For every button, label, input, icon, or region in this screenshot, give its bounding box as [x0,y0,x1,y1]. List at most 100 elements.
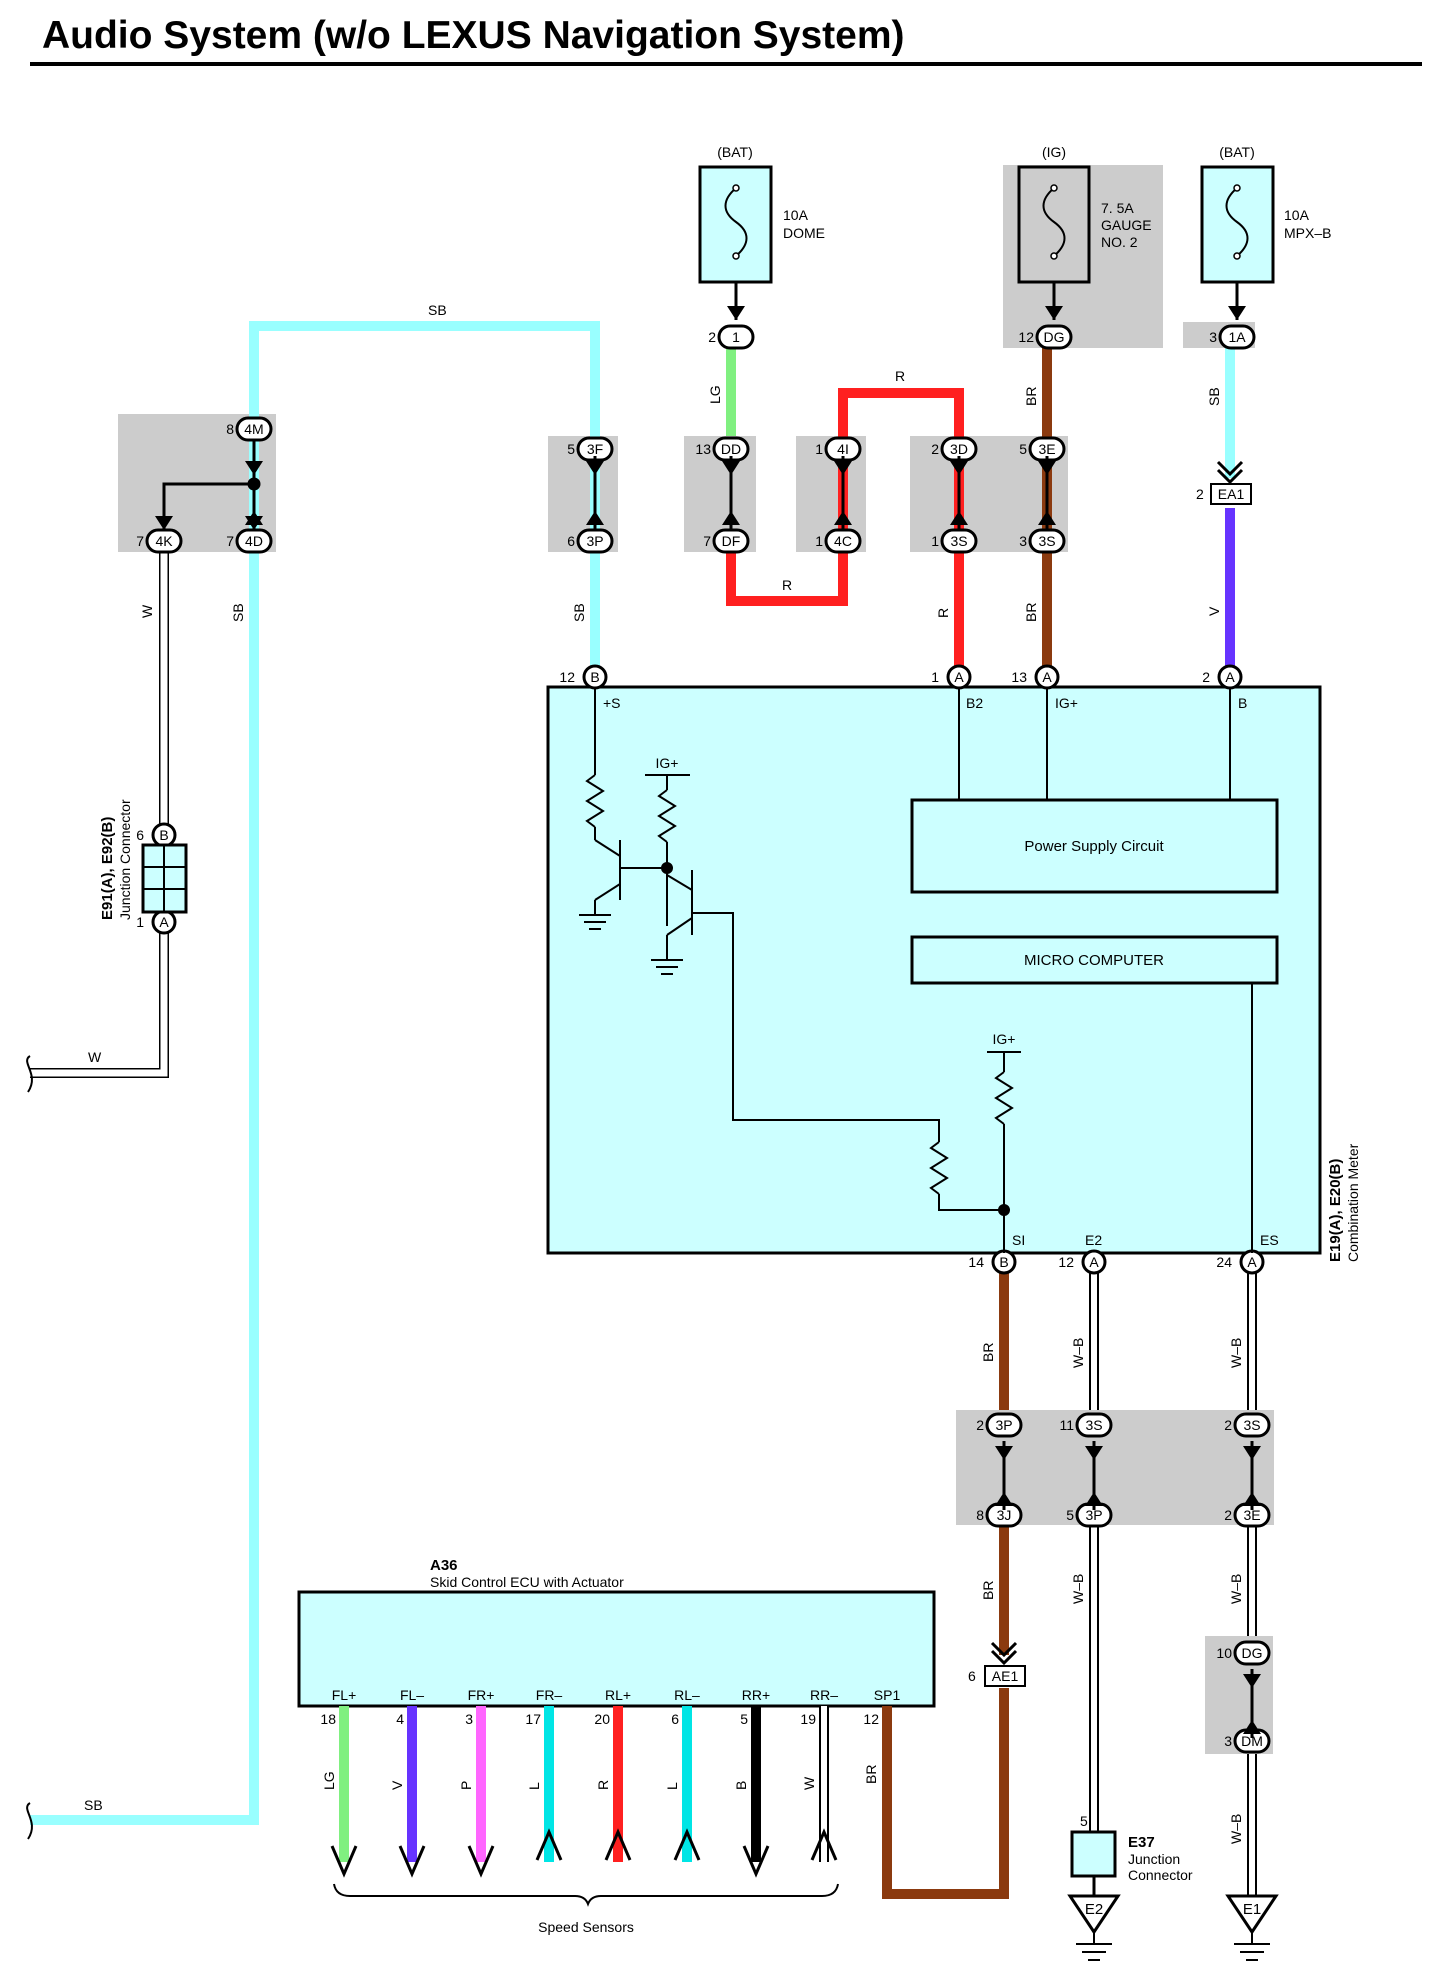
ecu-id: A36 [430,1557,458,1574]
connector-pin-number: 10 [1216,1645,1232,1661]
connector-code: DG [1044,329,1065,345]
ecu-wire-color: L [526,1782,542,1790]
connector-c-3p-low2: 3P5 [1066,1502,1113,1528]
connector-c-3f: 3F5 [567,436,614,462]
wire-label-sb-4d: SB [230,603,246,622]
connector-code: 4M [244,421,263,437]
wire-label-wb-3e: W–B [1228,1574,1244,1604]
wire-label-lg-dome: LG [707,385,723,404]
connector-c-jc-b: B6 [136,822,177,848]
connector-pin-number: 2 [1202,669,1210,685]
ecu-terminal-name: FL+ [332,1687,357,1703]
connector-pin-number: 13 [695,441,711,457]
meter-terminal-ig-plus: IG+ [1055,695,1078,711]
connector-c-meter-a13: A 13 [1011,664,1060,690]
connector-ea1-pin: 2 [1196,486,1204,502]
wire-label-wb-3p: W–B [1070,1574,1086,1604]
connector-pin-number: 12 [1018,329,1034,345]
sensor-arrow-heads [330,1828,838,1878]
connector-code: 4I [837,441,849,457]
ecu-name: Skid Control ECU with Actuator [430,1574,624,1590]
meter-terminal-es: ES [1260,1232,1279,1248]
connector-code: 3S [1038,533,1055,549]
wire-label-wb-e2: W–B [1070,1338,1086,1368]
fuse-dome-name: DOME [783,225,825,241]
title-underline [30,62,1422,66]
connector-pin-number: 3 [1019,533,1027,549]
connector-c-3s-low3: 3S 2 [1224,1412,1271,1438]
micro-computer-box [910,935,1279,985]
ecu-wire-color: R [595,1780,611,1790]
connector-c-dg-low: DG 10 [1216,1640,1271,1666]
wire-label-br-si: BR [980,1343,996,1362]
connector-c-1a: 1A3 [1209,324,1256,350]
connector-pin-number: 3 [1224,1733,1232,1749]
connector-code: 3E [1038,441,1055,457]
connector-ea1-box [1210,483,1252,505]
wire-label-r-loop-top: R [895,368,905,384]
connector-pin-number: 7 [136,533,144,549]
connector-code: 4D [245,533,263,549]
wire-w-left [30,552,169,1078]
fuse-mpx-name: MPX–B [1284,225,1331,241]
combination-meter-name: Combination Meter [1345,1143,1361,1262]
meter-terminal-plus-s: +S [603,695,621,711]
wire-label-sb-1a: SB [1206,387,1222,406]
ecu-wire-color: V [389,1780,405,1790]
ecu-terminal-pin: 12 [863,1711,879,1727]
fuse-mpx-rating: 10A [1284,207,1310,223]
speed-sensors-brace [333,1883,839,1907]
junction-connector-e37-name2: Connector [1128,1867,1193,1883]
connector-c-3s-b: 3S 3 [1019,528,1066,554]
connector-pin-number: 1 [931,669,939,685]
speed-sensors-label: Speed Sensors [538,1919,634,1935]
connector-pin-number: 5 [1066,1507,1074,1523]
meter-terminal-b: B [1238,695,1247,711]
ecu-sensor-wires [339,1706,829,1862]
connector-c-meter-b12: B12 [559,664,608,690]
connector-pin-number: 2 [1224,1417,1232,1433]
ecu-terminal-pin: 20 [594,1711,610,1727]
connector-pin-number: 14 [968,1254,984,1270]
connector-code: 3S [1085,1417,1102,1433]
connector-code: B [999,1254,1008,1270]
ground-e2 [1067,1894,1121,1961]
connector-ae1-pin: 6 [968,1668,976,1684]
wire-label-br-3j: BR [980,1581,996,1600]
fuse-gauge-source: (IG) [1042,144,1066,160]
connector-code: A [1247,1254,1257,1270]
fuse-dome-source: (BAT) [717,144,753,160]
ecu-wire-color: LG [321,1771,337,1790]
connector-pin-number: 3 [1209,329,1217,345]
meter-ig-plus-1: IG+ [656,755,679,771]
connector-code: A [954,669,964,685]
connector-code: 3S [1243,1417,1260,1433]
connector-ea1-code: EA1 [1218,486,1245,502]
connector-pin-number: 13 [1011,669,1027,685]
ecu-terminal-pin: 6 [671,1711,679,1727]
wire-label-br-3s: BR [1023,603,1039,622]
ground-e1-label: E1 [1243,1901,1261,1918]
connector-pin-number: 2 [708,329,716,345]
connector-code: DG [1242,1645,1263,1661]
ground-e1 [1225,1894,1279,1961]
connector-code: DD [721,441,741,457]
connector-ae1-code: AE1 [992,1668,1019,1684]
ecu-wire-color: L [664,1782,680,1790]
connector-code: DF [722,533,741,549]
ecu-terminal-pin: 3 [465,1711,473,1727]
wire-label-w-4k: W [139,604,155,618]
ecu-terminal-pin: 17 [525,1711,541,1727]
connector-code: 1 [732,329,740,345]
connector-c-meter-a1: A1 [931,664,972,690]
ecu-wire-color: W [801,1776,817,1790]
connector-code: A [1042,669,1052,685]
diagram-title: Audio System (w/o LEXUS Navigation Syste… [42,14,905,57]
wire-label-sb-3p: SB [571,603,587,622]
ecu-terminal-name: FL– [400,1687,424,1703]
connector-pin-number: 1 [136,914,144,930]
connector-code: 3S [950,533,967,549]
connector-pin-number: 2 [976,1417,984,1433]
meter-terminal-b2: B2 [966,695,983,711]
wire-label-wb-dm: W–B [1228,1814,1244,1844]
